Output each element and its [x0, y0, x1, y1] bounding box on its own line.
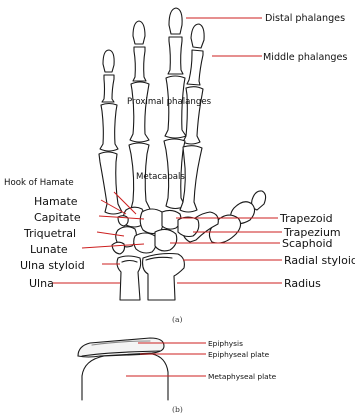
- radius-bone: [143, 254, 185, 301]
- label-hook-of-hamate: Hook of Hamate: [4, 178, 74, 188]
- hand-skeleton: [99, 8, 266, 300]
- label-triquetral: Triquetral: [23, 227, 76, 240]
- ulna-bone: [117, 256, 141, 300]
- caption-b: (b): [172, 405, 183, 414]
- long-bone-end: [78, 338, 168, 400]
- label-scaphoid: Scaphoid: [282, 237, 333, 250]
- label-capitate: Capitate: [34, 211, 81, 224]
- caption-a: (a): [172, 315, 182, 324]
- label-distal-phalanges: Distal phalanges: [265, 13, 345, 24]
- label-hamate: Hamate: [34, 195, 78, 208]
- pisiform: [112, 242, 125, 254]
- lunate: [134, 233, 157, 253]
- label-radius: Radius: [284, 277, 321, 290]
- trapezium: [178, 217, 199, 237]
- label-proximal-phalanges: Proximal phalanges: [127, 97, 212, 107]
- label-epiphyseal-plate: Epiphyseal plate: [208, 350, 270, 359]
- label-ulna: Ulna: [29, 277, 54, 290]
- label-ulna-styloid: Ulna styloid: [20, 259, 85, 272]
- forearm-bones: [117, 254, 184, 301]
- label-epiphysis: Epiphysis: [208, 339, 243, 348]
- label-radial-styloid: Radial styloid: [284, 254, 355, 267]
- scaphoid: [155, 229, 177, 250]
- bone-labels: Epiphysis Epiphyseal plate Metaphyseal p…: [208, 339, 277, 381]
- label-metacapals: Metacapals: [136, 172, 185, 182]
- label-lunate: Lunate: [30, 243, 68, 256]
- label-metaphyseal-plate: Metaphyseal plate: [208, 372, 277, 381]
- label-middle-phalanges: Middle phalanges: [263, 52, 347, 63]
- label-trapezoid: Trapezoid: [279, 212, 333, 225]
- metaphysis-shape: [82, 354, 168, 400]
- carpal-bones: [112, 207, 199, 254]
